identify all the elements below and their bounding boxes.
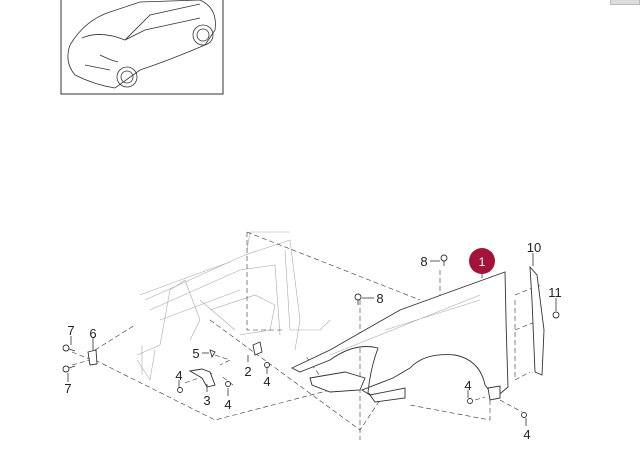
callout-8[interactable]: 8	[420, 254, 427, 269]
callout-7[interactable]: 7	[67, 323, 74, 338]
callout-labels: 1 2 3 4 4 4 4 4 5 6 7 7 8 8 10 11	[64, 240, 561, 442]
small-parts	[62, 254, 560, 418]
car-icon	[67, 0, 216, 89]
fender-seal[interactable]	[529, 265, 545, 376]
callout-3[interactable]: 3	[203, 393, 210, 408]
callout-4[interactable]: 4	[523, 427, 530, 442]
callout-4[interactable]: 4	[175, 368, 182, 383]
vehicle-thumbnail[interactable]	[60, 0, 224, 95]
callout-11[interactable]: 11	[548, 285, 562, 300]
callout-8[interactable]: 8	[376, 291, 383, 306]
callout-10[interactable]: 10	[527, 240, 541, 255]
callout-6[interactable]: 6	[89, 326, 96, 341]
callout-4[interactable]: 4	[224, 397, 231, 412]
callout-4[interactable]: 4	[464, 378, 471, 393]
front-fender[interactable]	[290, 271, 509, 403]
callout-1[interactable]: 1	[479, 255, 486, 269]
callout-5[interactable]: 5	[192, 346, 199, 361]
callout-7[interactable]: 7	[64, 381, 71, 396]
bracket-3-icon	[188, 368, 216, 388]
callout-2[interactable]: 2	[244, 364, 251, 379]
bracket-6-icon	[87, 349, 98, 366]
callout-1-badge[interactable]	[469, 248, 495, 274]
callout-4[interactable]: 4	[263, 374, 270, 389]
body-structure	[136, 231, 331, 381]
